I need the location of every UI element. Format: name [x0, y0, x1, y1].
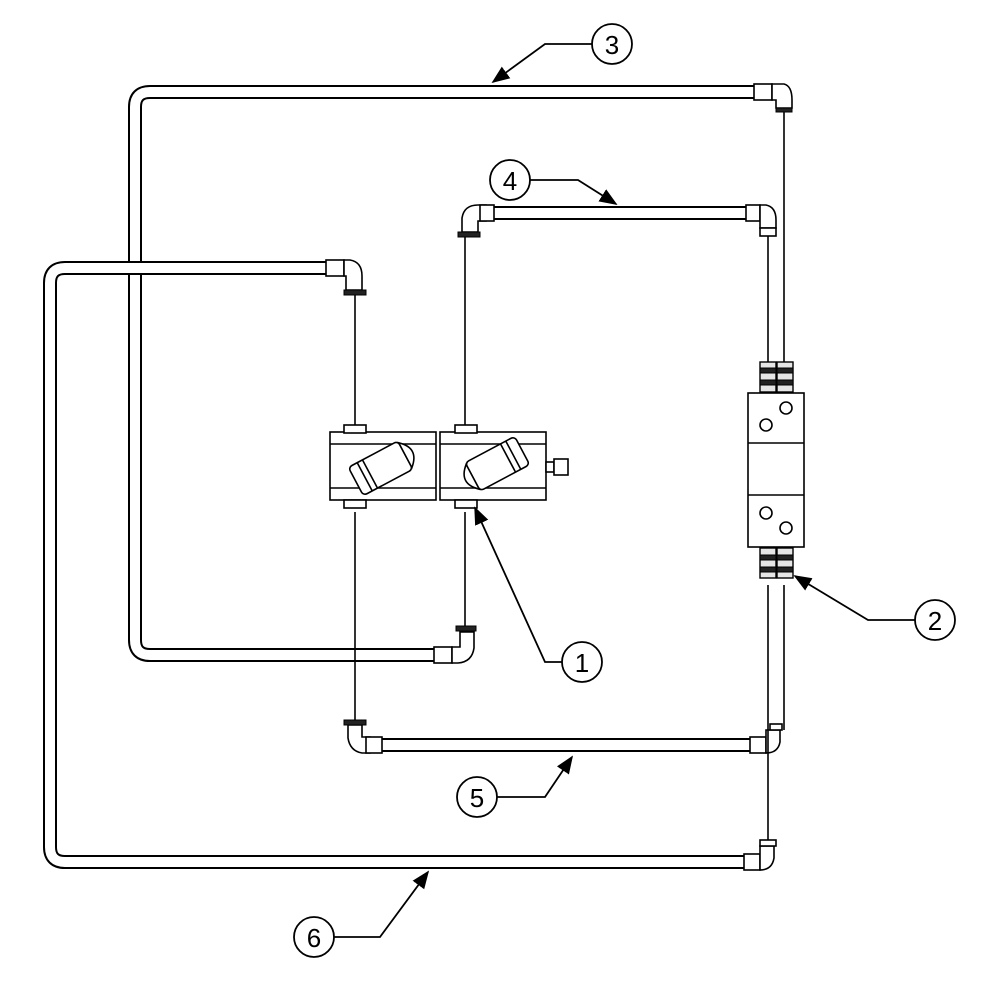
callout-2-label: 2	[928, 606, 942, 636]
callout-1: 1	[474, 506, 603, 683]
manifold-block	[747, 361, 805, 579]
hose-6	[43, 259, 777, 871]
hose-4	[457, 204, 777, 238]
tube-lines	[354, 112, 785, 840]
callout-5: 5	[456, 755, 574, 818]
right-pump	[439, 424, 569, 509]
callout-3: 3	[491, 23, 633, 84]
callout-3-label: 3	[605, 30, 619, 60]
callout-4-label: 4	[503, 166, 517, 196]
left-pump	[329, 424, 437, 509]
hose-3	[128, 83, 793, 664]
callout-1-label: 1	[575, 648, 589, 678]
hose-5	[343, 719, 783, 754]
callout-6-label: 6	[307, 923, 321, 953]
callout-6: 6	[293, 870, 430, 958]
callout-2: 2	[793, 575, 956, 641]
callout-4: 4	[489, 159, 618, 205]
callout-5-label: 5	[470, 783, 484, 813]
